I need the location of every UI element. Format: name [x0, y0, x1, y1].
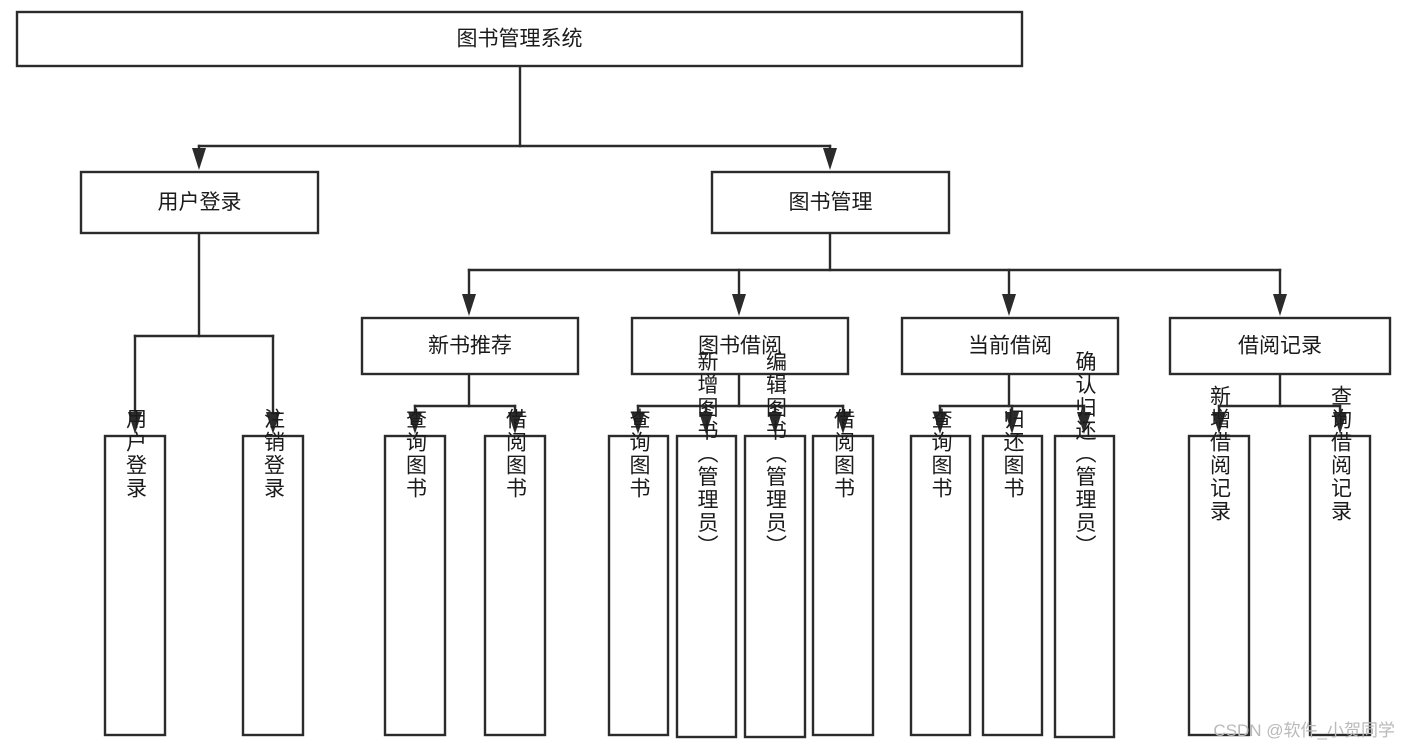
node-level2-1-label: 图书管理 [789, 191, 873, 214]
node-leaf-0[interactable]: 用户登录 [103, 408, 167, 737]
node-leaf-8-label: 查询图书 [929, 408, 953, 500]
connector-layer [128, 64, 1347, 434]
node-leaf-1-label: 注销登录 [262, 408, 286, 500]
node-leaf-8[interactable]: 查询图书 [909, 408, 972, 737]
node-leaf-11-box[interactable] [1187, 434, 1251, 737]
arrow-head-icon [1077, 412, 1091, 434]
arrow-head-icon [1333, 412, 1347, 434]
node-root[interactable]: 图书管理系统 [15, 10, 1024, 68]
node-level3-3-box[interactable] [1168, 316, 1392, 376]
arrow-head-icon [408, 412, 422, 434]
node-level3-0[interactable]: 新书推荐 [360, 316, 580, 376]
node-level2-1[interactable]: 图书管理 [710, 170, 951, 235]
node-leaf-12-box[interactable] [1308, 434, 1372, 737]
arrow-head-icon [732, 294, 746, 316]
node-leaf-11-label: 新增借阅记录 [1208, 385, 1232, 523]
node-leaf-1[interactable]: 注销登录 [241, 408, 305, 737]
node-leaf-2-label: 查询图书 [404, 408, 428, 500]
node-level3-0-box[interactable] [360, 316, 580, 376]
node-level3-1[interactable]: 图书借阅 [630, 316, 850, 376]
node-leaf-10-box[interactable] [1053, 434, 1116, 739]
node-leaf-7[interactable]: 借阅图书 [811, 408, 875, 737]
arrow-head-icon [266, 412, 280, 434]
node-leaf-1-box[interactable] [241, 434, 305, 737]
node-leaf-4-box[interactable] [607, 434, 670, 737]
arrow-head-icon [1212, 412, 1226, 434]
node-level2-0-box[interactable] [79, 170, 320, 235]
node-level3-3-label: 借阅记录 [1238, 335, 1322, 358]
arrow-head-icon [836, 412, 850, 434]
node-leaf-5-label: 新增图书（管理员） [695, 351, 719, 558]
node-leaf-5[interactable]: 新增图书（管理员） [675, 351, 738, 739]
arrow-head-icon [1002, 294, 1016, 316]
node-leaf-10-label: 确认归还（管理员） [1073, 351, 1097, 558]
node-leaf-7-box[interactable] [811, 434, 875, 737]
arrow-head-icon [699, 412, 713, 434]
node-level3-2-label: 当前借阅 [968, 335, 1052, 358]
arrow-head-icon [823, 148, 837, 170]
arrow-head-icon [1273, 294, 1287, 316]
node-level2-0-label: 用户登录 [158, 191, 242, 214]
node-leaf-4[interactable]: 查询图书 [607, 408, 670, 737]
node-leaf-9-box[interactable] [981, 434, 1044, 737]
node-level2-1-box[interactable] [710, 170, 951, 235]
node-level3-1-box[interactable] [630, 316, 850, 376]
node-layer: 图书管理系统用户登录图书管理新书推荐图书借阅当前借阅借阅记录用户登录注销登录查询… [15, 10, 1392, 739]
node-leaf-11[interactable]: 新增借阅记录 [1187, 385, 1251, 737]
node-leaf-9[interactable]: 归还图书 [981, 408, 1044, 737]
node-root-box[interactable] [15, 10, 1024, 68]
node-level2-0[interactable]: 用户登录 [79, 170, 320, 235]
node-level3-0-label: 新书推荐 [428, 335, 512, 358]
node-leaf-2-box[interactable] [383, 434, 447, 737]
node-leaf-7-label: 借阅图书 [832, 408, 856, 500]
arrow-head-icon [192, 148, 206, 170]
node-leaf-12[interactable]: 查询借阅记录 [1308, 385, 1372, 737]
node-leaf-2[interactable]: 查询图书 [383, 408, 447, 737]
node-leaf-8-box[interactable] [909, 434, 972, 737]
node-leaf-0-label: 用户登录 [124, 408, 148, 500]
node-level3-3[interactable]: 借阅记录 [1168, 316, 1392, 376]
arrow-head-icon [631, 412, 645, 434]
arrow-head-icon [933, 412, 947, 434]
node-leaf-3-label: 借阅图书 [504, 408, 528, 500]
node-level3-2-box[interactable] [900, 316, 1120, 376]
arrow-head-icon [768, 412, 782, 434]
node-leaf-10[interactable]: 确认归还（管理员） [1053, 351, 1116, 739]
node-leaf-3-box[interactable] [483, 434, 547, 737]
node-leaf-9-label: 归还图书 [1001, 408, 1025, 500]
node-leaf-6-label: 编辑图书（管理员） [764, 351, 788, 558]
node-root-label: 图书管理系统 [457, 28, 583, 51]
node-level3-2[interactable]: 当前借阅 [900, 316, 1120, 376]
node-leaf-3[interactable]: 借阅图书 [483, 408, 547, 737]
node-leaf-6[interactable]: 编辑图书（管理员） [743, 351, 807, 739]
node-leaf-0-box[interactable] [103, 434, 167, 737]
node-level3-1-label: 图书借阅 [698, 335, 782, 358]
node-leaf-5-box[interactable] [675, 434, 738, 739]
arrow-head-icon [128, 412, 142, 434]
watermark-label: CSDN @软件_小贺同学 [1213, 721, 1395, 740]
node-leaf-12-label: 查询借阅记录 [1329, 385, 1353, 523]
arrow-head-icon [462, 294, 476, 316]
arrow-head-icon [508, 412, 522, 434]
node-leaf-4-label: 查询图书 [627, 408, 651, 500]
node-leaf-6-box[interactable] [743, 434, 807, 739]
arrow-head-icon [1005, 412, 1019, 434]
